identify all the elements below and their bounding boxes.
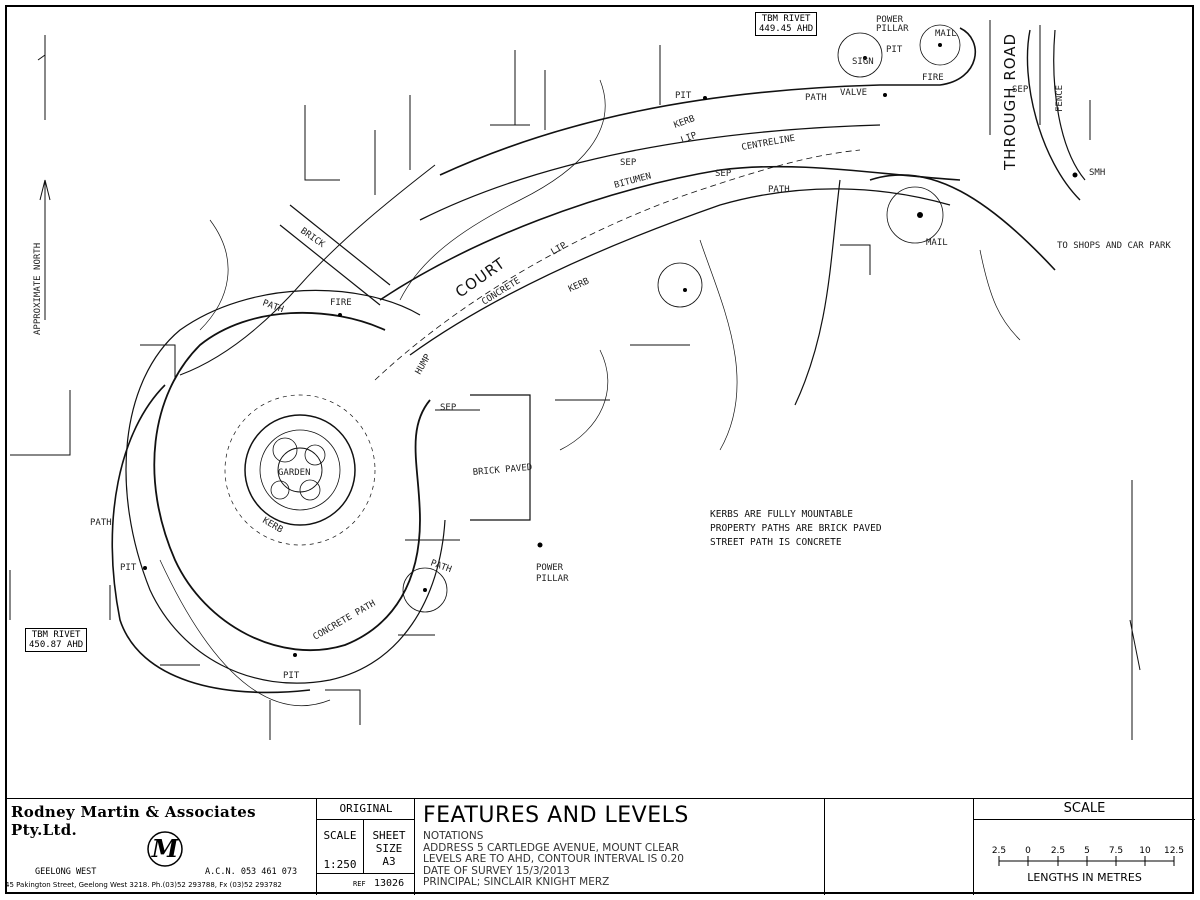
original-header: ORIGINAL: [317, 799, 415, 820]
lip-label-top: LIP: [680, 131, 699, 146]
path-label-right: PATH: [768, 185, 790, 195]
pit-label-left: PIT: [120, 563, 137, 573]
scale-tick: 5: [1084, 846, 1090, 856]
sep-label-road: SEP: [1012, 85, 1029, 95]
scale-tick: 0: [1025, 846, 1031, 856]
bitumen-label: BITUMEN: [613, 171, 652, 190]
lip-label-mid: LIP: [550, 241, 570, 258]
tbm-left-line1: TBM RIVET: [31, 630, 81, 640]
notation-line: NOTATIONS: [423, 830, 484, 842]
notation-line: ADDRESS 5 CARTLEDGE AVENUE, MOUNT CLEAR: [423, 841, 680, 854]
valve-label: VALVE: [840, 88, 867, 98]
smh-label: SMH: [1089, 168, 1105, 178]
scale-tick: 7.5: [1109, 846, 1123, 856]
tbm-top-line2: 449.45 AHD: [759, 24, 814, 34]
ref-cell: REF 13026: [317, 873, 415, 896]
scale-tick: 2.5: [992, 846, 1006, 856]
power-pillar-bottom-2: PILLAR: [536, 574, 569, 584]
firm-address: 45 Pakington Street, Geelong West 3218. …: [5, 881, 282, 889]
power-pillar-top-2: PILLAR: [876, 24, 909, 34]
concrete-path-label: CONCRETE PATH: [312, 599, 378, 643]
scale-label: SCALE: [323, 829, 357, 842]
sign-label: SIGN: [852, 57, 874, 67]
scale-tick: 2.5: [1051, 846, 1065, 856]
fire-label-top: FIRE: [922, 73, 944, 83]
logo-letter: M: [151, 834, 180, 863]
sheet-size-line1: SHEET: [372, 829, 406, 842]
pit-label-bottom: PIT: [283, 671, 300, 681]
note-3: STREET PATH IS CONCRETE: [710, 537, 842, 548]
note-1: KERBS ARE FULLY MOUNTABLE: [710, 509, 853, 520]
ref-value: 13026: [374, 878, 405, 889]
mail-label-top: MAIL: [935, 29, 957, 39]
site-plan: APPROXIMATE NORTH THROUGH ROAD FENCE COU…: [9, 15, 1171, 740]
pit-label-top: PIT: [886, 45, 903, 55]
path-label-bulb: PATH: [90, 518, 112, 528]
title-block: Rodney Martin & Associates Pty.Ltd. M GE…: [5, 798, 1195, 895]
centreline-label: CENTRELINE: [741, 134, 796, 153]
notation-line: LEVELS ARE TO AHD, CONTOUR INTERVAL IS 0…: [423, 853, 684, 865]
mail-label: MAIL: [926, 238, 948, 248]
fence-label: FENCE: [1055, 85, 1065, 112]
firm-acn: A.C.N. 053 461 073: [205, 867, 298, 877]
tbm-top-line1: TBM RIVET: [761, 14, 811, 24]
sep-label-1: SEP: [620, 158, 637, 168]
sheet-size-value: A3: [382, 855, 396, 868]
tbm-rivet-left: TBM RIVET 450.87 AHD: [25, 628, 88, 652]
drawing-frame: [5, 5, 1194, 894]
note-2: PROPERTY PATHS ARE BRICK PAVED: [710, 523, 882, 534]
firm-city: GEELONG WEST: [35, 867, 97, 877]
brick-label: BRICK: [298, 226, 326, 250]
scale-bar-panel: SCALE 2.5 0 2.5 5 7.5 10 12.5 LENGTHS IN…: [973, 799, 1195, 895]
firm-name: Rodney Martin & Associates Pty.Ltd.: [11, 803, 256, 839]
tbm-rivet-top: TBM RIVET 449.45 AHD: [755, 12, 818, 36]
tbm-left-line2: 450.87 AHD: [29, 640, 84, 650]
scale-value: 1:250: [323, 858, 357, 871]
fire-label: FIRE: [330, 298, 352, 308]
road-label: THROUGH ROAD: [1001, 33, 1019, 171]
kerb-label-bulb: KERB: [261, 516, 285, 536]
sheet-size-cell: SHEET SIZE A3: [363, 819, 415, 873]
path-label-bottom: PATH: [429, 558, 453, 575]
firm-panel: Rodney Martin & Associates Pty.Ltd. M GE…: [5, 799, 317, 895]
garden-label: GARDEN: [278, 468, 311, 478]
scale-header: SCALE: [974, 799, 1195, 820]
firm-logo-icon: M: [147, 831, 183, 867]
notation-line: PRINCIPAL; SINCLAIR KNIGHT MERZ: [423, 876, 610, 888]
sep-label-3: SEP: [440, 403, 457, 413]
scale-units: LENGTHS IN METRES: [1027, 871, 1142, 884]
scale-cell: SCALE 1:250: [317, 819, 364, 873]
sheet-size-line2: SIZE: [375, 842, 403, 855]
notation-block: NOTATIONS ADDRESS 5 CARTLEDGE AVENUE, MO…: [423, 830, 684, 889]
original-panel: ORIGINAL SCALE 1:250 SHEET SIZE A3 REF 1…: [317, 799, 415, 895]
north-label: APPROXIMATE NORTH: [33, 243, 43, 335]
power-pillar-top-1: POWER: [876, 15, 904, 25]
hump-label: HUMP: [414, 352, 434, 376]
drawing-title: FEATURES AND LEVELS: [423, 803, 689, 828]
to-shops-label: TO SHOPS AND CAR PARK: [1057, 241, 1171, 251]
notation-line: DATE OF SURVEY 15/3/2013: [423, 864, 570, 877]
sep-label-2: SEP: [715, 169, 732, 179]
ref-label: REF: [353, 880, 366, 888]
scale-tick: 10: [1139, 846, 1151, 856]
path-label-top: PATH: [805, 93, 827, 103]
kerb-label-mid: KERB: [567, 276, 591, 294]
features-panel: FEATURES AND LEVELS NOTATIONS ADDRESS 5 …: [415, 799, 825, 895]
scale-tick: 12.5: [1164, 846, 1184, 856]
scale-bar: 2.5 0 2.5 5 7.5 10 12.5: [992, 846, 1184, 866]
brick-paved-label: BRICK PAVED: [472, 463, 532, 478]
pit-label-court: PIT: [675, 91, 692, 101]
power-pillar-bottom-1: POWER: [536, 563, 564, 573]
kerb-label-top: KERB: [673, 114, 697, 131]
